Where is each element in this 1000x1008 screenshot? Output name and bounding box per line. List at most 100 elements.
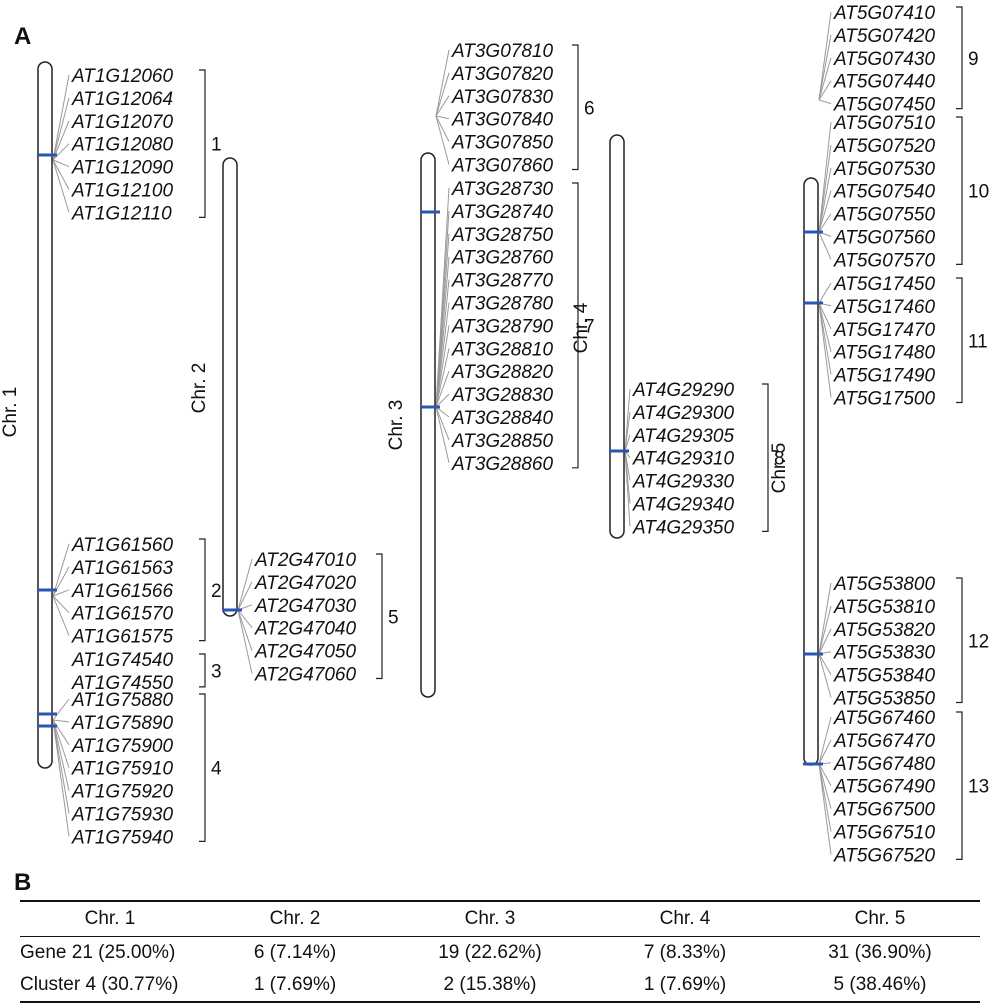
gene-label: AT5G17500 [833,389,935,410]
link-line [818,121,832,233]
table-header-row: Chr. 1 Chr. 2 Chr. 3 Chr. 4 Chr. 5 [20,900,980,937]
link-line [624,411,631,452]
gene-label: AT3G28770 [451,271,553,292]
gene-label: AT3G28730 [451,179,553,200]
link-line [818,190,832,233]
cluster-count-chr4: 1 (7.69%) [590,969,780,1003]
cluster-number: 3 [211,661,222,682]
gene-label: AT4G29290 [632,380,734,401]
gene-label: AT5G67510 [833,823,935,844]
gene-label: AT1G61566 [71,581,173,602]
chromosome-label: Chr. 2 [189,363,210,414]
cluster-number: 1 [211,135,222,156]
gene-count-chr3: 19 (22.62%) [438,942,542,963]
link-line [435,49,450,117]
table-header-chr3: Chr. 3 [390,900,590,937]
gene-label: AT3G07830 [451,87,553,108]
link-line [435,406,450,441]
link-line [818,282,832,304]
gene-label: AT5G53830 [833,643,935,664]
link-line [237,609,253,651]
chromosome-label: Chr. 1 [0,387,21,438]
cluster-number: 8 [774,449,785,470]
chromosome-3: Chr. 3AT3G07810AT3G07820AT3G07830AT3G078… [386,41,595,698]
cluster-number: 10 [968,182,989,203]
gene-label: AT4G29330 [632,472,734,493]
gene-label: AT5G07430 [833,49,935,70]
cluster-number: 11 [968,331,988,352]
link-line [818,80,832,101]
cluster-bracket [956,577,963,704]
table-row-gene: Gene 21 (25.00%) 6 (7.14%) 19 (22.62%) 7… [20,937,980,970]
link-line [818,11,832,101]
gene-label: AT1G75900 [71,736,173,757]
gene-label: AT1G61560 [71,535,173,556]
gene-label: AT5G17490 [833,366,935,387]
gene-label: AT1G75910 [71,759,173,780]
cluster-count-chr2: 1 (7.69%) [200,969,390,1003]
link-line [818,231,832,260]
cluster-number: 12 [968,631,989,652]
gene-label: AT5G67500 [833,800,935,821]
gene-label: AT4G29305 [632,426,734,447]
gene-label: AT2G47020 [254,573,356,594]
cluster-bracket [762,383,769,532]
link-line [435,393,450,408]
link-line [435,325,450,408]
gene-count-chr1: 21 (25.00%) [71,942,176,963]
gene-label: AT3G07820 [451,64,553,85]
link-line [818,99,832,105]
link-line [52,719,70,746]
gene-label: AT1G74550 [71,673,173,694]
chromosome-bar [420,152,436,698]
link-line [624,434,631,452]
chromosome-2: Chr. 2AT2G47010AT2G47020AT2G47030AT2G470… [189,157,399,686]
gene-label: AT1G12060 [71,66,173,87]
chromosome-label: Chr. 4 [571,302,592,353]
gene-label: AT1G61570 [71,604,173,625]
gene-label: AT3G28750 [451,225,553,246]
gene-label: AT3G28810 [451,339,553,360]
gene-label: AT2G47030 [254,596,356,617]
table-header-chr1: Chr. 1 [20,900,200,937]
cluster-number: 7 [584,316,595,337]
link-line [52,120,70,161]
panel-a-label: A [14,23,31,50]
link-line [435,115,450,165]
cluster-bracket [199,538,206,642]
link-line [435,72,450,117]
gene-label: AT3G07810 [451,41,553,62]
gene-label: AT2G47060 [254,665,356,686]
gene-label: AT3G28860 [451,454,553,475]
gene-label: AT1G75880 [71,690,173,711]
gene-label: AT5G17470 [833,320,935,341]
link-line [52,159,70,213]
gene-label: AT5G17460 [833,297,935,318]
cluster-count-chr3: 2 (15.38%) [390,969,590,1003]
gene-label: AT1G12070 [71,112,173,133]
chromosome-5: Chr. 5AT5G07410AT5G07420AT5G07430AT5G074… [769,3,989,866]
gene-label: AT5G07510 [833,113,935,134]
link-line [818,144,832,233]
chromosome-label: Chr. 5 [769,443,790,494]
gene-label: AT5G07520 [833,136,935,157]
cluster-number: 9 [968,49,979,70]
link-line [52,595,70,614]
gene-label: AT5G07540 [833,182,935,203]
row-label-gene: Gene [20,942,67,963]
link-line [435,95,450,117]
link-line [818,302,832,330]
link-line [52,74,70,161]
link-line [52,543,70,597]
link-line [52,143,70,161]
row-label-cluster: Cluster [20,974,81,995]
cluster-count-chr1: 4 (30.77%) [85,974,179,995]
link-line [818,739,832,765]
cluster-number: 13 [968,777,989,798]
gene-label: AT5G07440 [833,72,935,93]
gene-count-chr5: 31 (36.90%) [828,942,932,963]
panel-b-label: B [14,869,31,896]
gene-distribution-table: Chr. 1 Chr. 2 Chr. 3 Chr. 4 Chr. 5 Gene … [20,900,980,1003]
link-line [818,302,832,398]
gene-label: AT5G53810 [833,597,935,618]
